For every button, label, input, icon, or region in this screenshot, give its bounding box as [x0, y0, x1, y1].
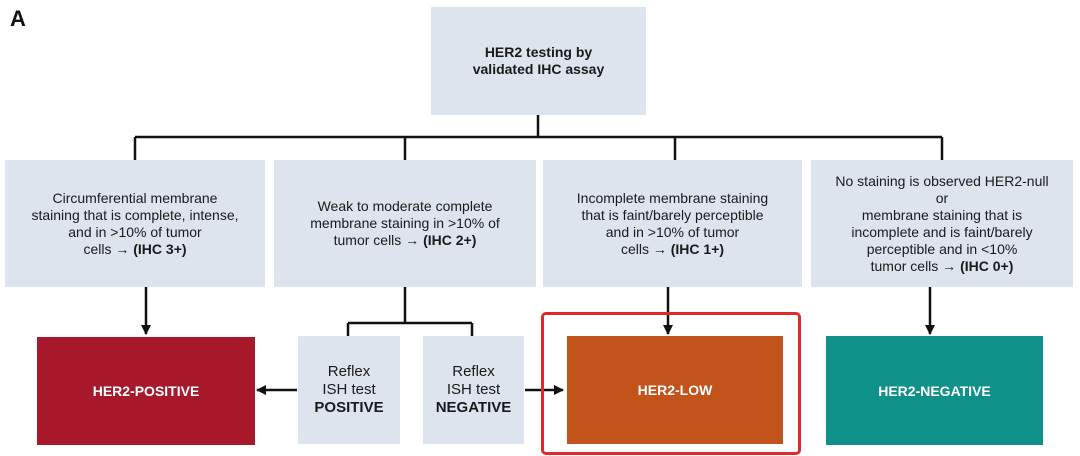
ihc2-category-box: Weak to moderate complete membrane stain…	[274, 160, 536, 287]
reflex-result: NEGATIVE	[435, 399, 512, 416]
reflex-result: POSITIVE	[314, 399, 384, 416]
her2-positive-label: HER2-POSITIVE	[92, 383, 200, 399]
category-line: incomplete and is faint/barely	[851, 223, 1033, 240]
category-last-text: cells →	[620, 240, 671, 257]
her2-low-label: HER2-LOW	[637, 382, 713, 398]
category-line: staining that is complete, intense,	[31, 206, 239, 223]
category-line-last: cells → (IHC 3+)	[83, 241, 186, 258]
category-line-last: tumor cells → (IHC 2+)	[334, 232, 477, 249]
category-line: that is faint/barely perceptible	[581, 206, 764, 223]
top-box-line1: HER2 testing by	[484, 44, 593, 60]
category-line: Incomplete membrane staining	[576, 189, 769, 206]
reflex-ish-negative-box: Reflex ISH test NEGATIVE	[423, 336, 524, 444]
category-line: Weak to moderate complete	[317, 198, 493, 214]
ihc-score: (IHC 0+)	[960, 257, 1014, 274]
category-line: and in >10% of tumor	[68, 223, 202, 240]
ihc-score: (IHC 3+)	[133, 240, 187, 257]
category-line: Circumferential membrane	[52, 189, 218, 206]
her2-testing-box: HER2 testing by validated IHC assay	[431, 7, 646, 115]
top-box-line2: validated IHC assay	[472, 61, 605, 77]
reflex-line1: Reflex	[327, 363, 371, 380]
category-line: and in >10% of tumor	[605, 223, 740, 240]
category-line: or	[935, 189, 949, 206]
her2-negative-box: HER2-NEGATIVE	[826, 336, 1043, 445]
reflex-ish-positive-box: Reflex ISH test POSITIVE	[298, 336, 400, 444]
category-last-text: tumor cells →	[333, 232, 424, 248]
category-last-text: cells →	[83, 240, 134, 257]
her2-low-highlight-frame	[541, 312, 801, 455]
category-last-text: tumor cells →	[870, 257, 961, 274]
reflex-line2: ISH test	[322, 381, 376, 398]
ihc3-category-box: Circumferential membrane staining that i…	[5, 160, 265, 287]
category-line: membrane staining in >10% of	[310, 215, 500, 231]
category-line-last: cells → (IHC 1+)	[621, 241, 724, 258]
category-line: membrane staining that is	[861, 206, 1023, 223]
category-line-last: tumor cells → (IHC 0+)	[871, 258, 1014, 275]
category-line: perceptible and in <10%	[866, 240, 1018, 257]
her2-negative-label: HER2-NEGATIVE	[878, 382, 991, 399]
her2-positive-box: HER2-POSITIVE	[37, 337, 255, 445]
reflex-line1: Reflex	[452, 363, 495, 380]
ihc0-category-box: No staining is observed HER2-null or mem…	[811, 160, 1073, 287]
panel-label: A	[10, 6, 26, 31]
category-line: No staining is observed HER2-null	[835, 172, 1049, 189]
ihc-score: (IHC 2+)	[423, 232, 477, 248]
ihc-score: (IHC 1+)	[670, 240, 725, 257]
reflex-line2: ISH test	[446, 381, 501, 398]
her2-low-box: HER2-LOW	[567, 336, 783, 444]
ihc1-category-box: Incomplete membrane staining that is fai…	[543, 160, 802, 287]
